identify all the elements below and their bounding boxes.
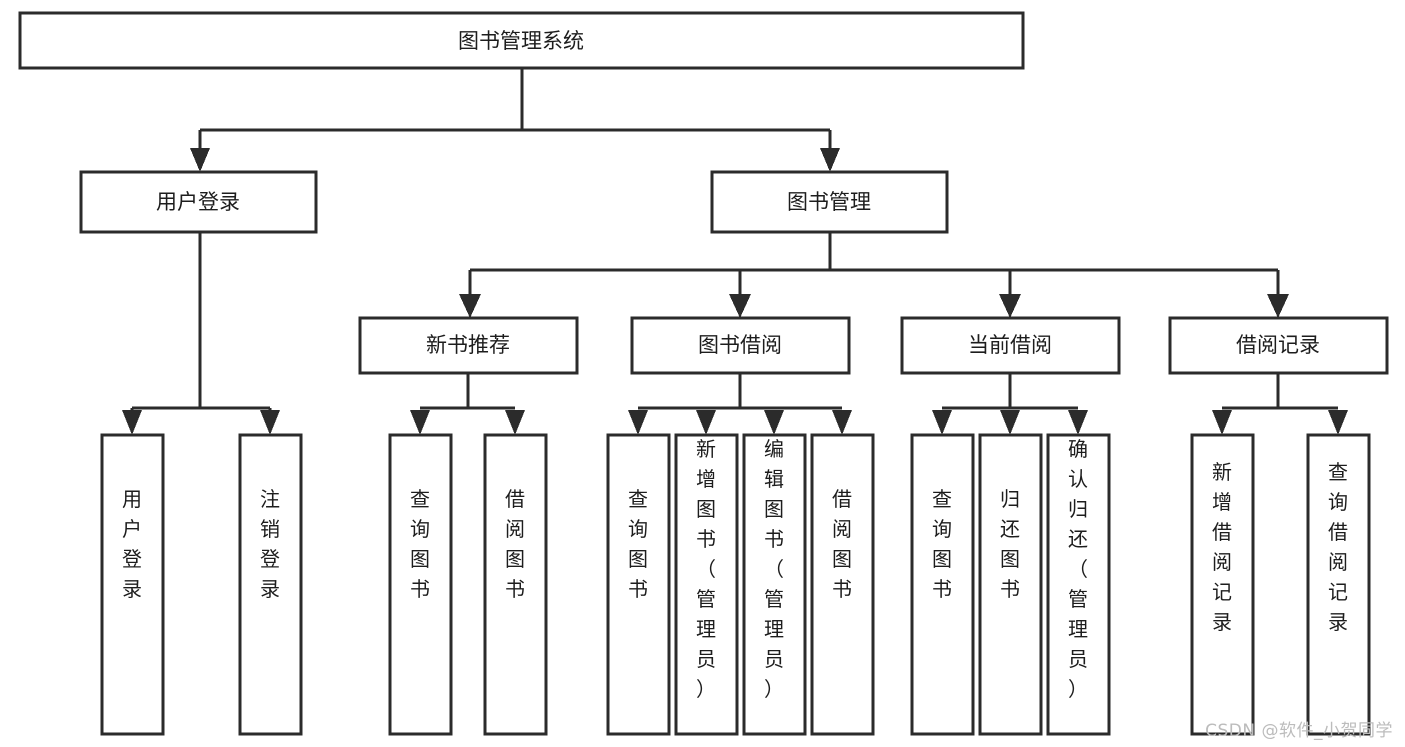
leaf-node-query-borrow-record[interactable]: 查询借阅记录 — [1306, 433, 1371, 736]
leaf-node-label: 新增图书（管理员） — [696, 437, 716, 701]
leaf-node-box — [810, 433, 875, 736]
arrow-head-icon — [764, 410, 784, 435]
node-book-borrow[interactable]: 图书借阅 — [630, 316, 851, 375]
arrow-head-icon — [122, 410, 142, 435]
connector-group-currentborrow-to-leaves — [932, 373, 1088, 435]
leaf-node-label: 查询图书 — [410, 487, 430, 601]
leaf-node-box — [742, 433, 807, 736]
leaf-node-box — [483, 433, 548, 736]
node-user-login-box — [79, 170, 318, 234]
leaf-node-label: 借阅图书 — [832, 487, 852, 601]
arrow-head-icon — [505, 410, 525, 435]
node-borrow-record-label: 借阅记录 — [1236, 333, 1320, 357]
arrow-head-icon — [1000, 410, 1020, 435]
node-current-borrow-box — [900, 316, 1121, 375]
leaf-node-edit-book-admin[interactable]: 编辑图书（管理员） — [742, 433, 807, 736]
arrow-head-icon — [1267, 294, 1289, 318]
arrow-head-icon — [628, 410, 648, 435]
leaf-node-box — [1046, 433, 1111, 736]
node-root-label: 图书管理系统 — [458, 29, 584, 53]
node-book-borrow-label: 图书借阅 — [698, 333, 782, 357]
node-new-book-recommend[interactable]: 新书推荐 — [358, 316, 579, 375]
leaf-node-label: 查询图书 — [628, 487, 648, 601]
arrow-head-icon — [832, 410, 852, 435]
connector-group-newbook-to-leaves — [410, 373, 525, 435]
connector-group-borrowrecord-to-leaves — [1212, 373, 1348, 435]
node-book-management[interactable]: 图书管理 — [710, 170, 949, 234]
connector-group-bookmgmt-to-level3 — [459, 232, 1289, 318]
leaf-node-query-book-current[interactable]: 查询图书 — [910, 433, 975, 736]
leaf-node-box — [388, 433, 453, 736]
leaf-node-label: 用户登录 — [122, 487, 142, 601]
leaf-node-box — [100, 433, 165, 736]
leaf-node-box — [978, 433, 1043, 736]
arrow-head-icon — [190, 148, 210, 172]
arrow-head-icon — [932, 410, 952, 435]
leaf-node-label: 编辑图书（管理员） — [764, 437, 784, 701]
leaf-node-label: 确认归还（管理员） — [1068, 437, 1088, 701]
leaf-node-user-login-action[interactable]: 用户登录 — [100, 433, 165, 736]
node-root-system[interactable]: 图书管理系统 — [18, 11, 1025, 70]
arrow-head-icon — [729, 294, 751, 318]
node-borrow-record-box — [1168, 316, 1389, 375]
leaf-node-borrow-book[interactable]: 借阅图书 — [810, 433, 875, 736]
leaf-node-label: 注销登录 — [260, 487, 280, 601]
arrow-head-icon — [820, 148, 840, 172]
node-borrow-record[interactable]: 借阅记录 — [1168, 316, 1389, 375]
arrow-head-icon — [410, 410, 430, 435]
leaf-node-box — [910, 433, 975, 736]
leaf-node-logout[interactable]: 注销登录 — [238, 433, 303, 736]
node-root-box — [18, 11, 1025, 70]
leaf-node-box — [1306, 433, 1371, 736]
arrow-head-icon — [459, 294, 481, 318]
leaf-node-query-book-recommend[interactable]: 查询图书 — [388, 433, 453, 736]
node-book-management-label: 图书管理 — [787, 190, 871, 214]
leaf-node-add-book-admin[interactable]: 新增图书（管理员） — [674, 433, 739, 736]
node-book-management-box — [710, 170, 949, 234]
connector-group-userlogin-to-leaves — [122, 232, 280, 435]
leaf-node-add-borrow-record[interactable]: 新增借阅记录 — [1190, 433, 1255, 736]
connector-group-bookborrow-to-leaves — [628, 373, 852, 435]
leaf-node-box — [606, 433, 671, 736]
leaf-node-label: 归还图书 — [1000, 487, 1020, 601]
leaf-node-box — [238, 433, 303, 736]
leaf-node-label: 查询借阅记录 — [1328, 460, 1348, 634]
connector-group-root-to-level2 — [190, 68, 840, 172]
node-current-borrow[interactable]: 当前借阅 — [900, 316, 1121, 375]
arrow-head-icon — [696, 410, 716, 435]
arrow-head-icon — [999, 294, 1021, 318]
arrow-head-icon — [1068, 410, 1088, 435]
node-book-borrow-box — [630, 316, 851, 375]
leaf-node-box — [674, 433, 739, 736]
leaf-node-borrow-book-recommend[interactable]: 借阅图书 — [483, 433, 548, 736]
arrow-head-icon — [1328, 410, 1348, 435]
leaf-node-return-book[interactable]: 归还图书 — [978, 433, 1043, 736]
leaf-node-query-book[interactable]: 查询图书 — [606, 433, 671, 736]
arrow-head-icon — [1212, 410, 1232, 435]
node-current-borrow-label: 当前借阅 — [968, 333, 1052, 357]
leaf-node-label: 查询图书 — [932, 487, 952, 601]
leaf-node-box — [1190, 433, 1255, 736]
leaf-node-label: 借阅图书 — [505, 487, 525, 601]
node-new-book-recommend-label: 新书推荐 — [426, 333, 510, 357]
leaf-node-label: 新增借阅记录 — [1212, 460, 1232, 634]
node-user-login[interactable]: 用户登录 — [79, 170, 318, 234]
arrow-head-icon — [260, 410, 280, 435]
leaf-node-confirm-return-admin[interactable]: 确认归还（管理员） — [1046, 433, 1111, 736]
node-new-book-recommend-box — [358, 316, 579, 375]
node-user-login-label: 用户登录 — [156, 190, 240, 214]
